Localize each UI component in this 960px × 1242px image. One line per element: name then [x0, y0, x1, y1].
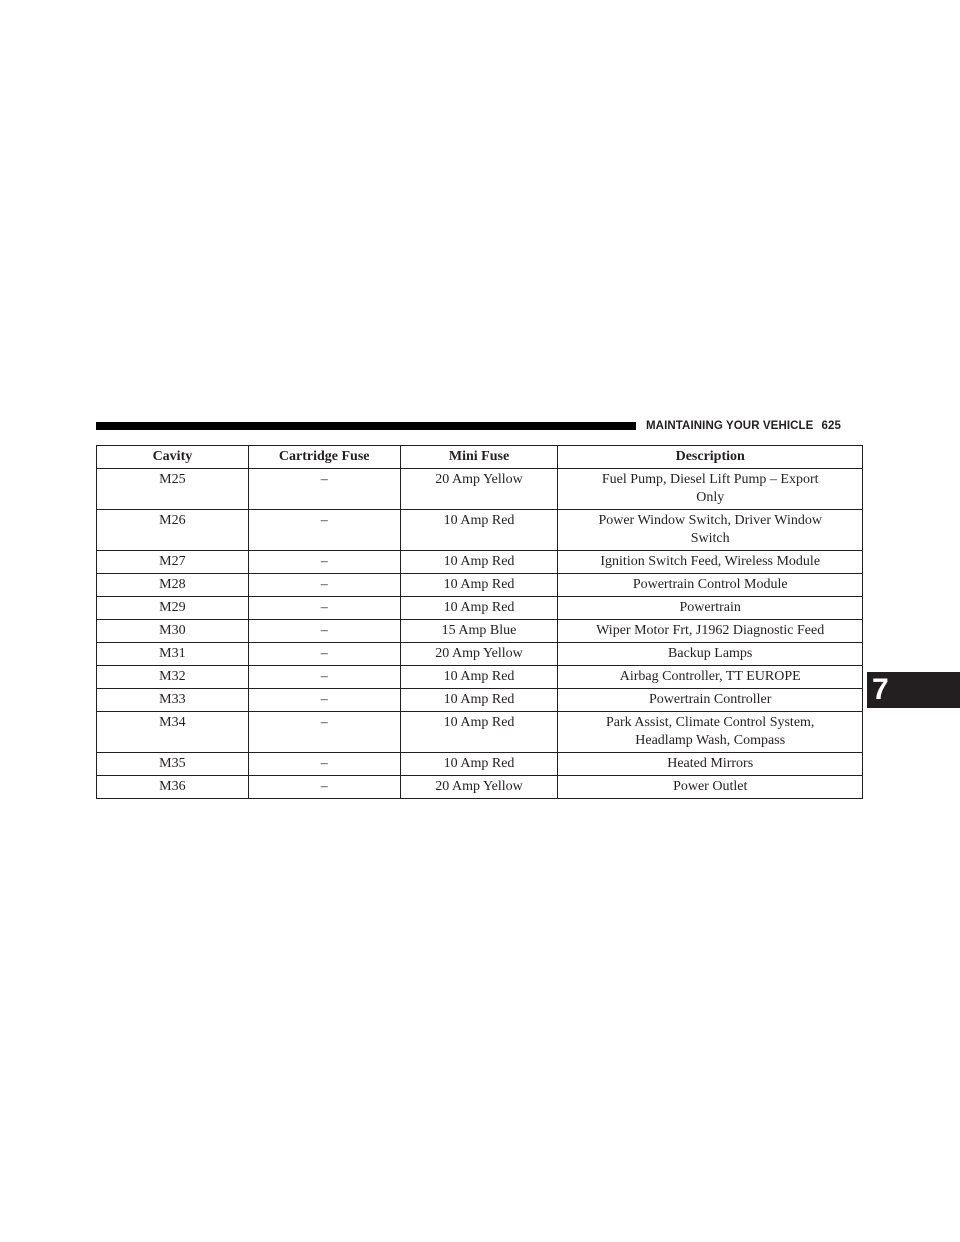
description-line: Fuel Pump, Diesel Lift Pump – Export	[601, 472, 819, 487]
cell-mini-fuse: 10 Amp Red	[399, 509, 559, 551]
description-line: Park Assist, Climate Control System,	[605, 715, 815, 730]
table-row: M29–10 Amp Red Powertrain	[96, 596, 863, 620]
cell-description: Ignition Switch Feed, Wireless Module	[557, 550, 863, 574]
cell-cartridge-fuse: –	[247, 573, 401, 597]
cell-cavity: M33	[96, 688, 249, 712]
description-line: Wiper Motor Frt, J1962 Diagnostic Feed	[596, 623, 825, 638]
chapter-tab: 7	[867, 672, 960, 708]
column-header-cavity: Cavity	[96, 445, 249, 469]
table-row: M35–10 Amp Red Heated Mirrors	[96, 752, 863, 776]
cell-cartridge-fuse: –	[247, 775, 401, 799]
description-line: Heated Mirrors	[667, 756, 754, 771]
running-header: MAINTAINING YOUR VEHICLE 625	[646, 418, 841, 434]
table-row: M31–20 Amp Yellow Backup Lamps	[96, 642, 863, 666]
table-header-row: Cavity Cartridge Fuse Mini Fuse Descript…	[96, 445, 863, 469]
column-header-cartridge-fuse: Cartridge Fuse	[247, 445, 401, 469]
cell-cartridge-fuse: –	[247, 665, 401, 689]
description-line: Powertrain	[679, 600, 741, 615]
cell-description: Powertrain Control Module	[557, 573, 863, 597]
cell-mini-fuse: 15 Amp Blue	[399, 619, 559, 643]
cell-mini-fuse: 10 Amp Red	[399, 688, 559, 712]
header-rule	[96, 422, 636, 430]
cell-cartridge-fuse: –	[247, 752, 401, 776]
cell-cartridge-fuse: –	[247, 619, 401, 643]
cell-description: Airbag Controller, TT EUROPE	[557, 665, 863, 689]
table-row: M33–10 Amp Red Powertrain Controller	[96, 688, 863, 712]
description-line: Power Outlet	[673, 779, 748, 794]
cell-cartridge-fuse: –	[247, 509, 401, 551]
column-header-mini-fuse: Mini Fuse	[399, 445, 559, 469]
cell-mini-fuse: 20 Amp Yellow	[399, 468, 559, 510]
cell-cartridge-fuse: –	[247, 711, 401, 753]
table-row: M27–10 Amp Red Ignition Switch Feed, Wire…	[96, 550, 863, 574]
table-row: M30–15 Amp Blue Wiper Motor Frt, J1962 Di…	[96, 619, 863, 643]
cell-description: Wiper Motor Frt, J1962 Diagnostic Feed	[557, 619, 863, 643]
description-line: Airbag Controller, TT EUROPE	[619, 669, 801, 684]
description-line: Backup Lamps	[668, 646, 753, 661]
cell-cavity: M35	[96, 752, 249, 776]
description-line: Headlamp Wash, Compass	[635, 733, 786, 748]
cell-mini-fuse: 10 Amp Red	[399, 665, 559, 689]
cell-cavity: M25	[96, 468, 249, 510]
cell-cavity: M29	[96, 596, 249, 620]
cell-description: Power Outlet	[557, 775, 863, 799]
cell-cartridge-fuse: –	[247, 550, 401, 574]
cell-description: Park Assist, Climate Control System, Head…	[557, 711, 863, 753]
cell-cavity: M28	[96, 573, 249, 597]
description-line: Ignition Switch Feed, Wireless Module	[600, 554, 821, 569]
cell-cavity: M26	[96, 509, 249, 551]
description-line: Only	[696, 490, 725, 505]
cell-description: Backup Lamps	[557, 642, 863, 666]
cell-cavity: M30	[96, 619, 249, 643]
cell-mini-fuse: 10 Amp Red	[399, 596, 559, 620]
section-title: MAINTAINING YOUR VEHICLE	[646, 420, 814, 432]
cell-cartridge-fuse: –	[247, 468, 401, 510]
cell-mini-fuse: 20 Amp Yellow	[399, 642, 559, 666]
cell-description: Powertrain	[557, 596, 863, 620]
chapter-tab-number: 7	[872, 673, 889, 706]
description-line: Powertrain Control Module	[632, 577, 788, 592]
cell-cavity: M27	[96, 550, 249, 574]
description-line: Switch	[690, 531, 730, 546]
cell-mini-fuse: 10 Amp Red	[399, 752, 559, 776]
fuse-table: Cavity Cartridge Fuse Mini Fuse Descript…	[96, 445, 863, 799]
cell-cartridge-fuse: –	[247, 596, 401, 620]
cell-mini-fuse: 10 Amp Red	[399, 573, 559, 597]
table-row: M32–10 Amp Red Airbag Controller, TT EURO…	[96, 665, 863, 689]
table-row: M36–20 Amp Yellow Power Outlet	[96, 775, 863, 799]
cell-description: Heated Mirrors	[557, 752, 863, 776]
table-row: M28–10 Amp Red Powertrain Control Module	[96, 573, 863, 597]
cell-cartridge-fuse: –	[247, 642, 401, 666]
description-line: Powertrain Controller	[648, 692, 772, 707]
cell-cavity: M36	[96, 775, 249, 799]
cell-cavity: M31	[96, 642, 249, 666]
cell-mini-fuse: 10 Amp Red	[399, 711, 559, 753]
page-number: 625	[821, 420, 841, 432]
cell-description: Powertrain Controller	[557, 688, 863, 712]
column-header-description: Description	[557, 445, 863, 469]
cell-cavity: M34	[96, 711, 249, 753]
cell-cartridge-fuse: –	[247, 688, 401, 712]
cell-mini-fuse: 10 Amp Red	[399, 550, 559, 574]
cell-mini-fuse: 20 Amp Yellow	[399, 775, 559, 799]
cell-cavity: M32	[96, 665, 249, 689]
description-line: Power Window Switch, Driver Window	[598, 513, 822, 528]
